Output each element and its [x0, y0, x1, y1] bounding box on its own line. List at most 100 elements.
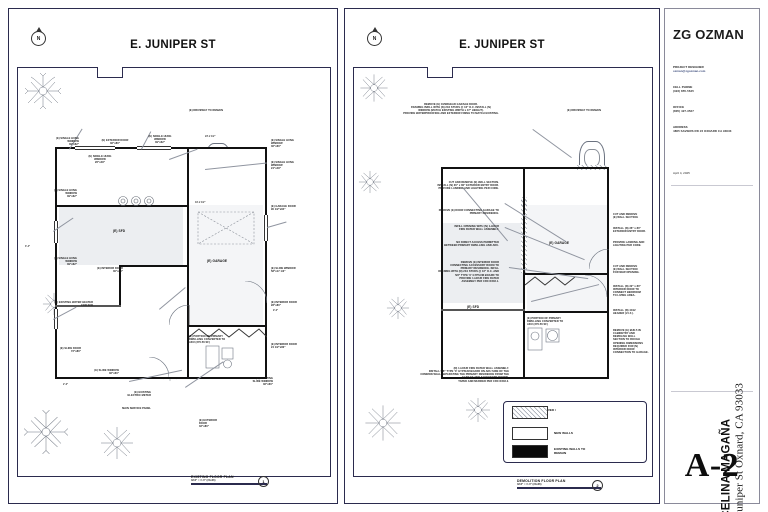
tree-symbol-icon: [365, 405, 401, 441]
existing-wall: [187, 147, 189, 379]
office-group: OFFICE (805) 427-3527: [673, 105, 694, 113]
label-exterior-door: (E) EXTERIOR DOOR 36"x80": [101, 139, 129, 146]
designer-group: PROJECT DESIGNER ozman@zgozman.com: [673, 65, 705, 73]
cell-group: CELL PHONE (323) 855-5645: [673, 85, 694, 93]
existing-wall: [441, 167, 444, 379]
note-landing-lighting: PROVIDE LANDING AND LIGHTING PER CODE.: [613, 241, 645, 248]
label-interior-door: (E) INTERIOR DOOR 30"x80": [97, 267, 123, 274]
plan-title-right: DEMOLITION FLOOR PLAN 3/16" = 1'-0" (24x…: [517, 479, 603, 491]
label-window: (E) SINGLE HUNG WINDOW 39"x62": [54, 189, 77, 199]
door-swing-symbol: [169, 305, 190, 326]
door-swing-symbol: [589, 249, 609, 269]
demolition-floor-plan-viewport[interactable]: N E. JUNIPER ST: [344, 8, 660, 504]
address-label: ADDRESS: [673, 125, 688, 129]
tree-symbol-icon: [466, 398, 490, 422]
street-title-right: E. JUNIPER ST: [459, 39, 545, 51]
divider: [671, 185, 753, 186]
garage-shading: [527, 205, 607, 311]
room-label-garage-left: (E) GARAGE: [207, 259, 228, 263]
tree-symbol-icon: [386, 296, 410, 320]
firm-logo: ZG OZMAN: [673, 27, 744, 42]
existing-wall: [441, 309, 525, 311]
window-opening: [137, 146, 171, 150]
legend-swatch-white: [512, 427, 548, 440]
parking-space-symbol: [197, 211, 255, 245]
label-service-panel: MAIN SERVICE PANEL: [122, 407, 151, 410]
cell-value: (323) 855-5645: [673, 89, 694, 93]
address-value: 4865 SAVIERS RD #2 OXNARD CA 93033: [673, 129, 732, 133]
existing-wall: [265, 147, 268, 379]
note-new-opening: CUT AND REMOVE (E) WALL SECTION FOR NEW …: [613, 265, 640, 275]
window-opening: [54, 221, 58, 243]
existing-wall: [187, 325, 267, 327]
dimension-text: 3'-4": [25, 245, 31, 248]
address-group: ADDRESS 4865 SAVIERS RD #2 OXNARD CA 930…: [673, 125, 755, 133]
door-swing-symbol: [245, 281, 267, 303]
label-slide-window: (E) EXISTING SLIDE WINDOW 36"x60": [252, 377, 273, 387]
door-swing-symbol: [149, 357, 169, 377]
designer-email[interactable]: ozman@zgozman.com: [673, 69, 706, 73]
label-driveway-left: (E) DRIVEWAY TO REMAIN: [189, 109, 224, 112]
window-opening: [264, 215, 268, 241]
note-remove-cabinetry: REMOVE (E) BUILT-IN CABINETRY AND DEMOLI…: [613, 329, 649, 355]
legend-row-existing-walls: EXISTING WALLS TO REMAIN: [512, 445, 585, 458]
existing-wall: [441, 167, 609, 170]
note-infill-fire-rated: INFILL OPENING WITH (N) 1-HOUR FIRE RATE…: [454, 225, 499, 232]
dimension-text: 19'-2 1/2": [195, 201, 206, 204]
note-cut-remove-wall: CUT AND REMOVE (E) WALL SECTION. INSTALL…: [437, 181, 499, 191]
label-window: (E) SINGLE HUNG WINDOW 24"x48": [271, 161, 294, 171]
legend-row-demolished: ITEMS TO BE REMOVED / DEMOLISHED: [512, 406, 556, 420]
label-water-heater: (E) EXISTING WATER HEATER FOR SFD: [54, 301, 93, 308]
boundary-notch-left: [97, 67, 123, 78]
north-arrow-icon: N: [367, 31, 382, 46]
note-header: INSTALL (N) 4X12 HEADER (V.I.F.).: [613, 309, 636, 316]
designer-label: PROJECT DESIGNER: [673, 65, 704, 69]
tree-symbol-icon: [358, 170, 382, 194]
garage-shading: [189, 205, 263, 327]
label-window: (E) SINGLE HUNG WINDOW 39"x62": [148, 135, 172, 145]
detail-bubble: 1: [258, 476, 269, 487]
note-adu-conversion: (E) PORTION OF PRIMARY DWELLING CONVERTE…: [527, 317, 564, 327]
note-remove-interior-door: REMOVE (E) INTERIOR DOOR CONNECTING ACCE…: [438, 261, 499, 283]
existing-wall: [523, 273, 609, 275]
note-remove-garage-door: REMOVE (E) OVERHEAD GARAGE DOOR. FRAMING…: [403, 103, 499, 116]
legend-box: ITEMS TO BE REMOVED / DEMOLISHED NEW WAL…: [503, 401, 647, 463]
plan-title-text: DEMOLITION FLOOR PLAN: [517, 479, 566, 483]
note-remove-garage-door-connect: REMOVE (E) DOOR CONNECTING GARAGE TO PRI…: [438, 209, 499, 216]
legend-row-new-walls: NEW WALLS: [512, 427, 573, 440]
existing-floor-plan-viewport[interactable]: N E. JUNIPER ST: [8, 8, 338, 504]
room-label-sfd-left: (E) SFD: [113, 229, 126, 233]
note-fire-rated-assembly: (N) 1-HOUR FIRE RATED WALL ASSEMBLY. INS…: [420, 367, 509, 383]
label-window: (E) SINGLE HUNG WINDOW 39"x62": [56, 137, 79, 147]
legend-label-new-walls: NEW WALLS: [554, 430, 573, 435]
label-slide-window: (E) SLIDE WINDOW 58"x17 1/2": [271, 267, 296, 274]
plan-title-left: EXISTING FLOOR PLAN 3/16" = 1'-0" (24x36…: [191, 475, 269, 487]
label-slide-window: (E) SLIDE WINDOW 36"x60": [94, 369, 119, 376]
dimension-text: 9'-0": [273, 309, 279, 312]
existing-wall: [119, 265, 187, 267]
notch-mask: [98, 67, 122, 69]
existing-wall: [55, 305, 121, 307]
title-rule: [517, 487, 601, 489]
street-title-left: E. JUNIPER ST: [130, 39, 216, 51]
tree-symbol-icon: [24, 72, 62, 110]
tree-symbol-icon: [23, 409, 69, 455]
label-interior-door: (E) INTERIOR DOOR 28"x80": [271, 301, 297, 308]
note-driveway-right: (E) DRIVEWAY TO REMAIN: [567, 109, 602, 112]
note-cut-remove-wall-2: CUT AND REMOVE (E) WALL SECTION.: [613, 213, 639, 220]
note-no-direct-access: NO DIRECT ACCESS PERMITTED BETWEEN PRIMA…: [444, 241, 499, 248]
label-slide-door: (E) SLIDE DOOR 72"x80": [59, 347, 81, 354]
bathroom-fixtures: [527, 327, 560, 351]
title-rule: [191, 483, 267, 485]
existing-wall: [55, 377, 267, 380]
room-label-sfd-right: (E) SFD: [467, 305, 480, 309]
legend-swatch-black: [512, 445, 548, 458]
note-install-entry-door: INSTALL (N) 36" x 80" EXTERIOR ENTRY DOO…: [613, 227, 646, 234]
label-window: (E) SINGLE HUNG WINDOW 36"x60": [271, 139, 294, 149]
existing-wall: [441, 377, 609, 380]
office-label: OFFICE: [673, 105, 685, 109]
title-block: ZG OZMAN PROJECT DESIGNER ozman@zgozman.…: [664, 8, 760, 512]
label-window: (E) SINGLE HUNG WINDOW 26"x48": [88, 155, 112, 165]
north-arrow-icon: N: [31, 31, 46, 46]
